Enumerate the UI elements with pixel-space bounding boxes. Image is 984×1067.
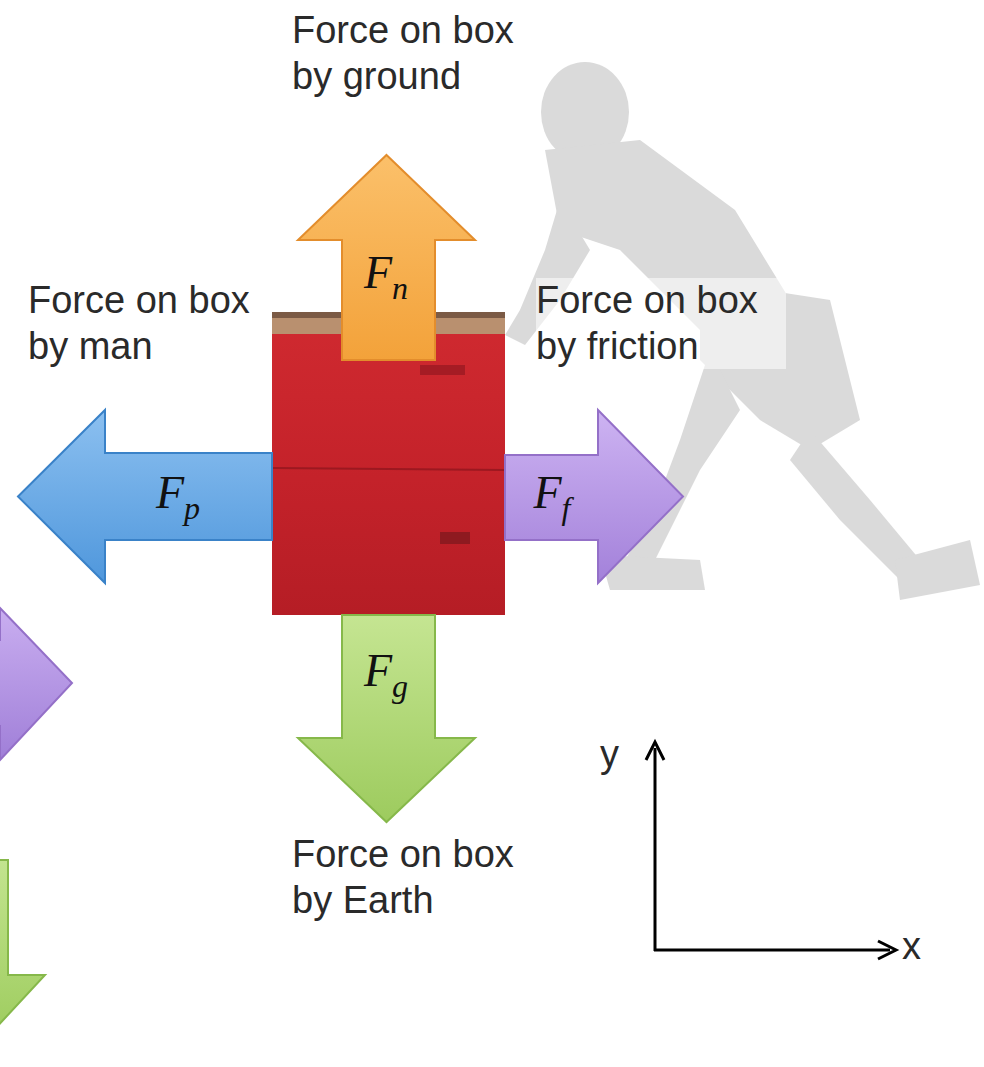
arrow-outline [298, 155, 475, 360]
force-arrow: Fp [18, 410, 272, 583]
axis-label: x [902, 924, 921, 970]
symbol: F [534, 467, 562, 518]
symbol: F [364, 645, 392, 696]
axis-label: y [600, 732, 619, 778]
symbol: F [364, 247, 392, 298]
force-arrow: Fn [298, 155, 475, 360]
axes [646, 742, 896, 959]
force-arrow: Fg [298, 615, 475, 822]
force-symbol: Fn [364, 250, 408, 304]
force-label: Force on box by friction [536, 278, 786, 369]
force-label: Force on box by ground [292, 8, 542, 99]
arrow-shape [505, 410, 683, 583]
subscript: n [392, 270, 408, 306]
man-figure [505, 62, 980, 600]
partial-arrow [0, 608, 72, 760]
force-symbol: Ff [534, 470, 571, 524]
arrow-outline [18, 410, 272, 583]
subscript: g [392, 668, 408, 704]
symbol: F [156, 467, 184, 518]
force-symbol: Fg [364, 648, 408, 702]
force-label: Force on box by man [28, 278, 278, 369]
force-symbol: Fp [156, 470, 200, 524]
arrow-outline [505, 410, 683, 583]
force-arrow: Ff [505, 410, 683, 583]
partial-arrow [0, 860, 45, 1045]
arrow-shape [18, 410, 272, 583]
subscript: p [184, 490, 200, 526]
arrow-outline [298, 615, 475, 822]
force-label: Force on box by Earth [292, 832, 542, 923]
subscript: f [562, 490, 571, 526]
